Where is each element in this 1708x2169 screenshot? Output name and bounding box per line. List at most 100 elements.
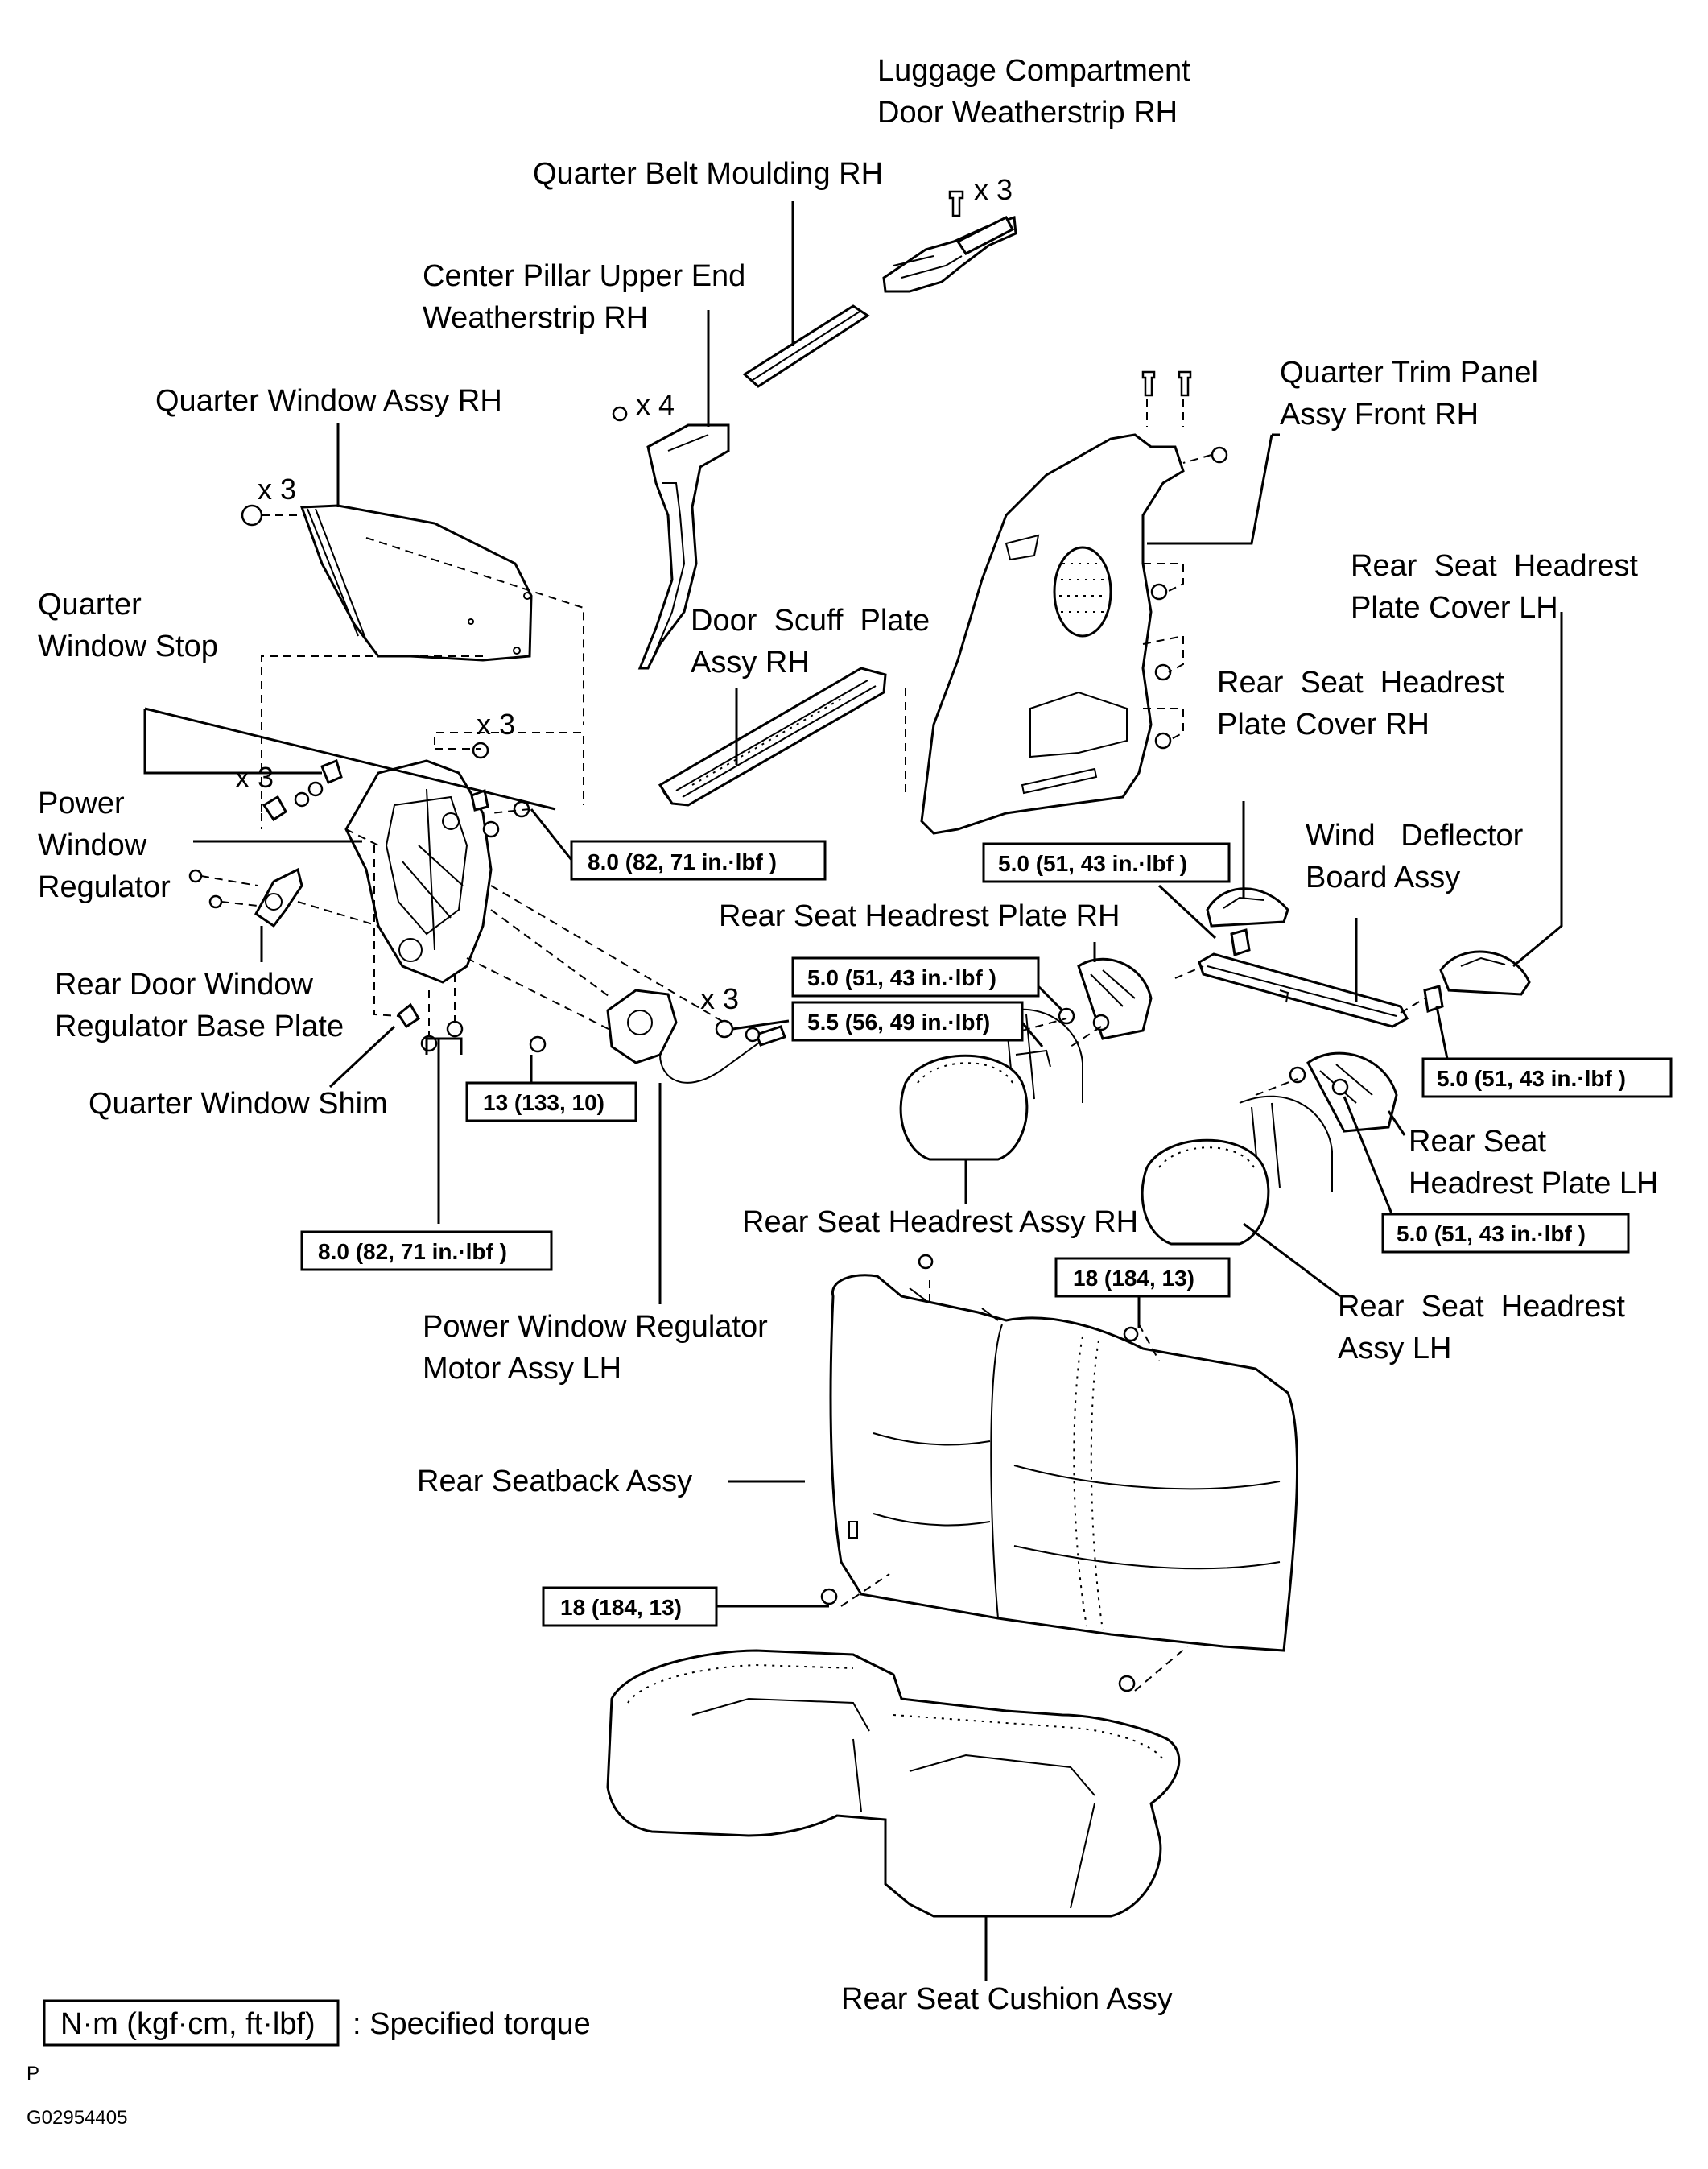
svg-text:Assy LH: Assy LH <box>1338 1332 1451 1365</box>
svg-text:Center Pillar Upper End: Center Pillar Upper End <box>423 259 745 293</box>
legend-unit: N·m (kgf·cm, ft·lbf) <box>60 2007 316 2041</box>
svg-text:Rear Seat Headrest: Rear Seat Headrest <box>1351 549 1638 583</box>
svg-text:Regulator: Regulator <box>38 870 171 904</box>
label-rear-seatback: Rear Seatback Assy <box>417 1465 692 1498</box>
torque-box: 5.0 (51, 43 in.·lbf ) <box>982 842 1231 883</box>
svg-text:Window Stop: Window Stop <box>38 630 218 663</box>
rear-seatback-part <box>728 1254 1299 1652</box>
svg-text:Rear Door Window: Rear Door Window <box>55 968 314 1002</box>
svg-text:8.0 (82, 71 in.·lbf ): 8.0 (82, 71 in.·lbf ) <box>588 849 777 874</box>
footer-mark: P <box>27 2063 39 2084</box>
label-headrest-plate-cover-rh: Rear Seat Headrest Plate Cover RH <box>1217 666 1504 742</box>
label-door-scuff-plate: Door Scuff Plate Assy RH <box>691 604 930 680</box>
label-quarter-window-assy: Quarter Window Assy RH <box>155 384 502 418</box>
label-wind-deflector: Wind Deflector Board Assy <box>1306 819 1524 894</box>
label-center-pillar-weatherstrip: Center Pillar Upper End Weatherstrip RH <box>423 259 745 335</box>
figure-code: G02954405 <box>27 2107 127 2129</box>
torque-box: 5.5 (56, 49 in.·lbf) <box>791 1001 1024 1042</box>
quarter-window-part <box>241 504 584 813</box>
svg-text:Quarter: Quarter <box>38 588 142 622</box>
svg-text:13 (133, 10): 13 (133, 10) <box>483 1090 604 1115</box>
svg-text:Rear Seat Headrest: Rear Seat Headrest <box>1217 666 1504 700</box>
svg-text:Weatherstrip RH: Weatherstrip RH <box>423 301 648 335</box>
svg-text:8.0 (82, 71 in.·lbf ): 8.0 (82, 71 in.·lbf ) <box>318 1239 507 1264</box>
headrest-plate-cover-lh-part <box>1423 612 1563 1068</box>
svg-text:Rear Seat: Rear Seat <box>1409 1125 1547 1159</box>
svg-text:Power Window Regulator: Power Window Regulator <box>423 1310 768 1344</box>
label-quarter-belt-moulding: Quarter Belt Moulding RH <box>533 157 883 191</box>
headrest-plate-cover-rh-part <box>1157 801 1289 956</box>
label-quarter-trim-panel: Quarter Trim Panel Assy Front RH <box>1280 356 1538 432</box>
svg-text:5.0 (51, 43 in.·lbf ): 5.0 (51, 43 in.·lbf ) <box>1437 1066 1626 1091</box>
torque-box: 8.0 (82, 71 in.·lbf ) <box>300 1230 553 1271</box>
svg-text:Board Assy: Board Assy <box>1306 861 1460 894</box>
count-window: x 3 <box>258 473 296 506</box>
label-power-window-regulator: Power Window Regulator <box>38 787 171 904</box>
label-headrest-assy-rh: Rear Seat Headrest Assy RH <box>742 1205 1138 1239</box>
torque-box: 5.0 (51, 43 in.·lbf ) <box>791 956 1040 998</box>
svg-text:Wind Deflector: Wind Deflector <box>1306 819 1524 853</box>
label-headrest-plate-rh: Rear Seat Headrest Plate RH <box>719 899 1120 933</box>
rear-seat-cushion-part <box>606 1573 1188 1981</box>
label-headrest-plate-lh: Rear Seat Headrest Plate LH <box>1409 1125 1659 1200</box>
headrest-assy-rh-part <box>899 1054 1029 1204</box>
svg-text:Power: Power <box>38 787 125 820</box>
svg-text:Plate Cover LH: Plate Cover LH <box>1351 591 1558 625</box>
quarter-window-regulator-part <box>143 707 584 984</box>
count-motor: x 3 <box>700 982 739 1015</box>
torque-legend: N·m (kgf·cm, ft·lbf) : Specified torque <box>43 1999 591 2047</box>
svg-text:Assy Front RH: Assy Front RH <box>1280 398 1479 432</box>
svg-text:18 (184, 13): 18 (184, 13) <box>560 1595 682 1620</box>
svg-text:5.0 (51, 43 in.·lbf ): 5.0 (51, 43 in.·lbf ) <box>1397 1221 1586 1246</box>
headrest-assy-lh-part <box>1141 1138 1341 1298</box>
torque-box: 8.0 (82, 71 in.·lbf ) <box>530 808 827 881</box>
quarter-belt-moulding-part <box>742 201 870 388</box>
torque-box: 18 (184, 13) <box>1054 1257 1231 1328</box>
label-rear-seat-cushion: Rear Seat Cushion Assy <box>841 1982 1173 2016</box>
quarter-window-shim-part <box>328 845 547 1224</box>
count-pillar: x 4 <box>636 388 675 421</box>
svg-text:Rear Seat Headrest: Rear Seat Headrest <box>1338 1290 1625 1324</box>
label-quarter-window-shim: Quarter Window Shim <box>89 1087 388 1121</box>
regulator-motor-part <box>466 885 790 1304</box>
label-regulator-motor: Power Window Regulator Motor Assy LH <box>423 1310 768 1386</box>
svg-text:Assy RH: Assy RH <box>691 646 810 680</box>
torque-box: 18 (184, 13) <box>542 1586 718 1627</box>
svg-text:Motor Assy LH: Motor Assy LH <box>423 1352 621 1386</box>
wind-deflector-part <box>1174 918 1425 1028</box>
svg-text:Window: Window <box>38 828 147 862</box>
label-headrest-plate-cover-lh: Rear Seat Headrest Plate Cover LH <box>1351 549 1638 625</box>
svg-text:Headrest Plate LH: Headrest Plate LH <box>1409 1167 1659 1200</box>
quarter-trim-panel-part <box>920 370 1273 835</box>
svg-text:Luggage Compartment: Luggage Compartment <box>877 54 1190 88</box>
svg-text:Regulator Base Plate: Regulator Base Plate <box>55 1010 344 1043</box>
svg-text:18 (184, 13): 18 (184, 13) <box>1073 1266 1194 1291</box>
label-quarter-window-stop: Quarter Window Stop <box>38 588 218 663</box>
svg-text:Door Weatherstrip RH: Door Weatherstrip RH <box>877 96 1178 130</box>
svg-text:Plate Cover RH: Plate Cover RH <box>1217 708 1430 742</box>
svg-text:5.5 (56, 49 in.·lbf): 5.5 (56, 49 in.·lbf) <box>807 1010 990 1035</box>
count-luggage: x 3 <box>974 173 1013 206</box>
svg-text:5.0 (51, 43 in.·lbf ): 5.0 (51, 43 in.·lbf ) <box>998 851 1187 876</box>
door-scuff-plate-part <box>658 667 906 807</box>
label-rear-door-base-plate: Rear Door Window Regulator Base Plate <box>55 968 344 1043</box>
svg-text:Quarter Trim Panel: Quarter Trim Panel <box>1280 356 1538 390</box>
legend-meaning: : Specified torque <box>353 2007 591 2041</box>
count-regulator: x 3 <box>235 761 274 794</box>
center-pillar-weatherstrip-part <box>612 310 730 670</box>
label-luggage-weatherstrip: Luggage Compartment Door Weatherstrip RH <box>877 54 1190 130</box>
svg-text:5.0 (51, 43 in.·lbf ): 5.0 (51, 43 in.·lbf ) <box>807 965 996 990</box>
svg-text:Door Scuff Plate: Door Scuff Plate <box>691 604 930 638</box>
luggage-weatherstrip-part <box>882 190 1017 293</box>
count-stop: x 3 <box>477 708 515 741</box>
rear-door-base-plate-part <box>188 867 379 962</box>
label-headrest-assy-lh: Rear Seat Headrest Assy LH <box>1338 1290 1625 1365</box>
torque-box: 5.0 (51, 43 in.·lbf ) <box>1381 1213 1630 1254</box>
torque-box: 13 (133, 10) <box>465 1081 637 1122</box>
torque-box: 5.0 (51, 43 in.·lbf ) <box>1421 1057 1673 1098</box>
headrest-plate-lh-part <box>1255 1051 1406 1217</box>
leader-lines <box>193 423 1280 1047</box>
headrest-plate-rh-part <box>1021 942 1153 1047</box>
